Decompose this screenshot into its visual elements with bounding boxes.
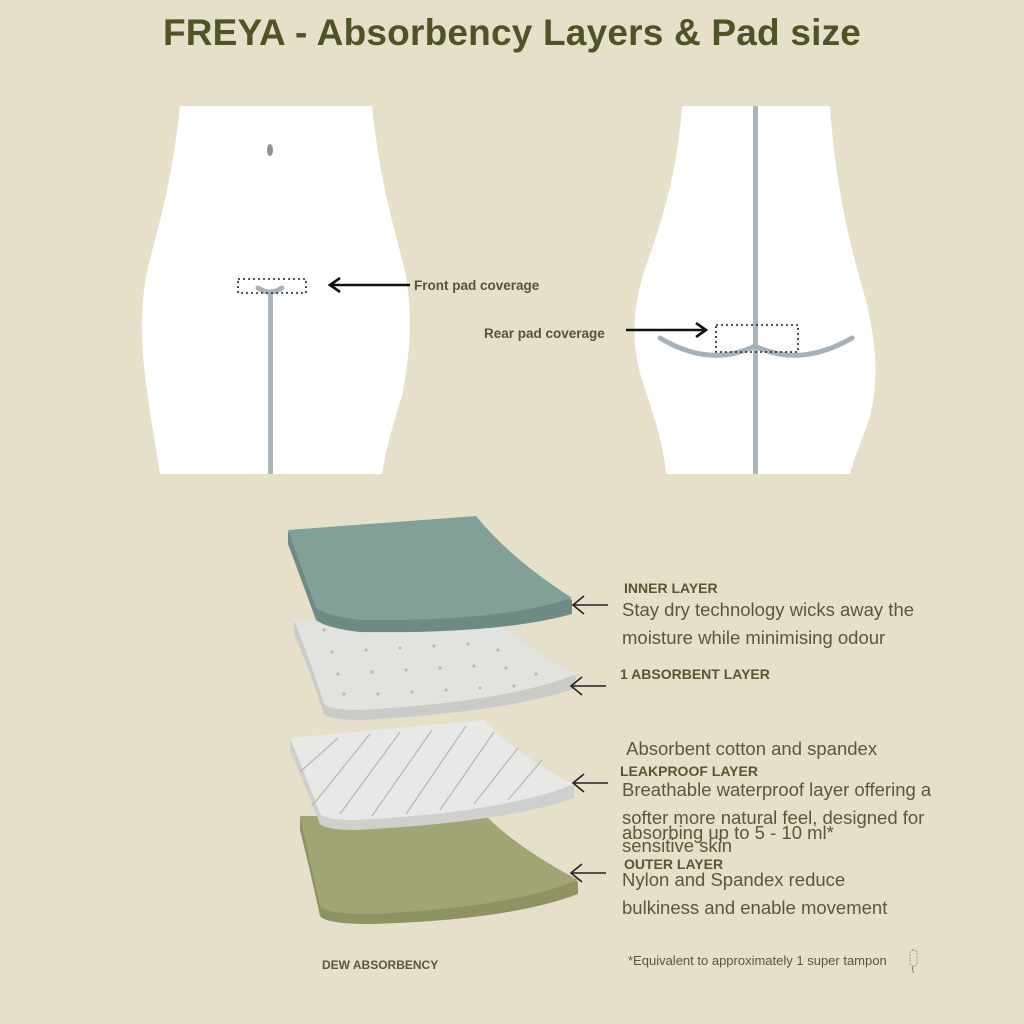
- inner-layer-heading: INNER LAYER: [624, 580, 718, 596]
- page-title: FREYA - Absorbency Layers & Pad size: [162, 12, 862, 53]
- front-body-figure: [140, 106, 412, 474]
- description-line: softer more natural feel, designed for: [622, 807, 925, 828]
- rear-coverage-marker: [715, 324, 799, 353]
- arrow-left-icon: [569, 863, 606, 883]
- description-line: bulkiness and enable movement: [622, 897, 888, 918]
- description-line: Absorbent cotton and spandex: [622, 738, 878, 759]
- outer-layer-shape: [300, 816, 578, 924]
- outer-layer-heading: OUTER LAYER: [624, 856, 724, 872]
- rear-coverage-label: Rear pad coverage: [484, 326, 605, 341]
- rear-body-figure: [630, 106, 880, 474]
- leakproof-layer-shape: [290, 720, 574, 830]
- description-line: Nylon and Spandex reduce: [622, 869, 846, 890]
- description-line: Stay dry technology wicks away the: [622, 599, 915, 620]
- tampon-icon: [909, 949, 918, 974]
- absorbent-layer-shape: [294, 612, 576, 720]
- leakproof-layer-description: Breathable waterproof layer offering a s…: [622, 776, 931, 860]
- pad-layers-illustration: [288, 516, 578, 924]
- description-line: sensitive skin: [622, 835, 733, 856]
- description-line: Breathable waterproof layer offering a: [622, 779, 932, 800]
- brand-label: DEW ABSORBENCY: [322, 958, 439, 972]
- arrow-right-icon: [626, 322, 709, 338]
- description-line: absorbing up to 5 - 10 ml*: [622, 822, 834, 843]
- footnote: *Equivalent to approximately 1 super tam…: [628, 953, 887, 968]
- front-coverage-marker: [237, 278, 307, 294]
- inner-layer-description: Stay dry technology wicks away the moist…: [622, 596, 914, 652]
- arrow-left-icon: [571, 595, 608, 615]
- front-coverage-label: Front pad coverage: [414, 278, 540, 293]
- inner-layer-shape: [288, 516, 572, 633]
- outer-layer-description: Nylon and Spandex reduce bulkiness and e…: [622, 866, 887, 922]
- leakproof-layer-heading: LEAKPROOF LAYER: [620, 763, 758, 779]
- arrow-left-icon: [327, 277, 410, 293]
- description-line: moisture while minimising odour: [622, 627, 886, 648]
- arrow-left-icon: [571, 773, 608, 793]
- absorbent-layer-description: Absorbent cotton and spandex absorbing u…: [622, 679, 877, 875]
- absorbent-layer-heading: 1 ABSORBENT LAYER: [620, 666, 770, 682]
- arrow-left-icon: [569, 676, 606, 696]
